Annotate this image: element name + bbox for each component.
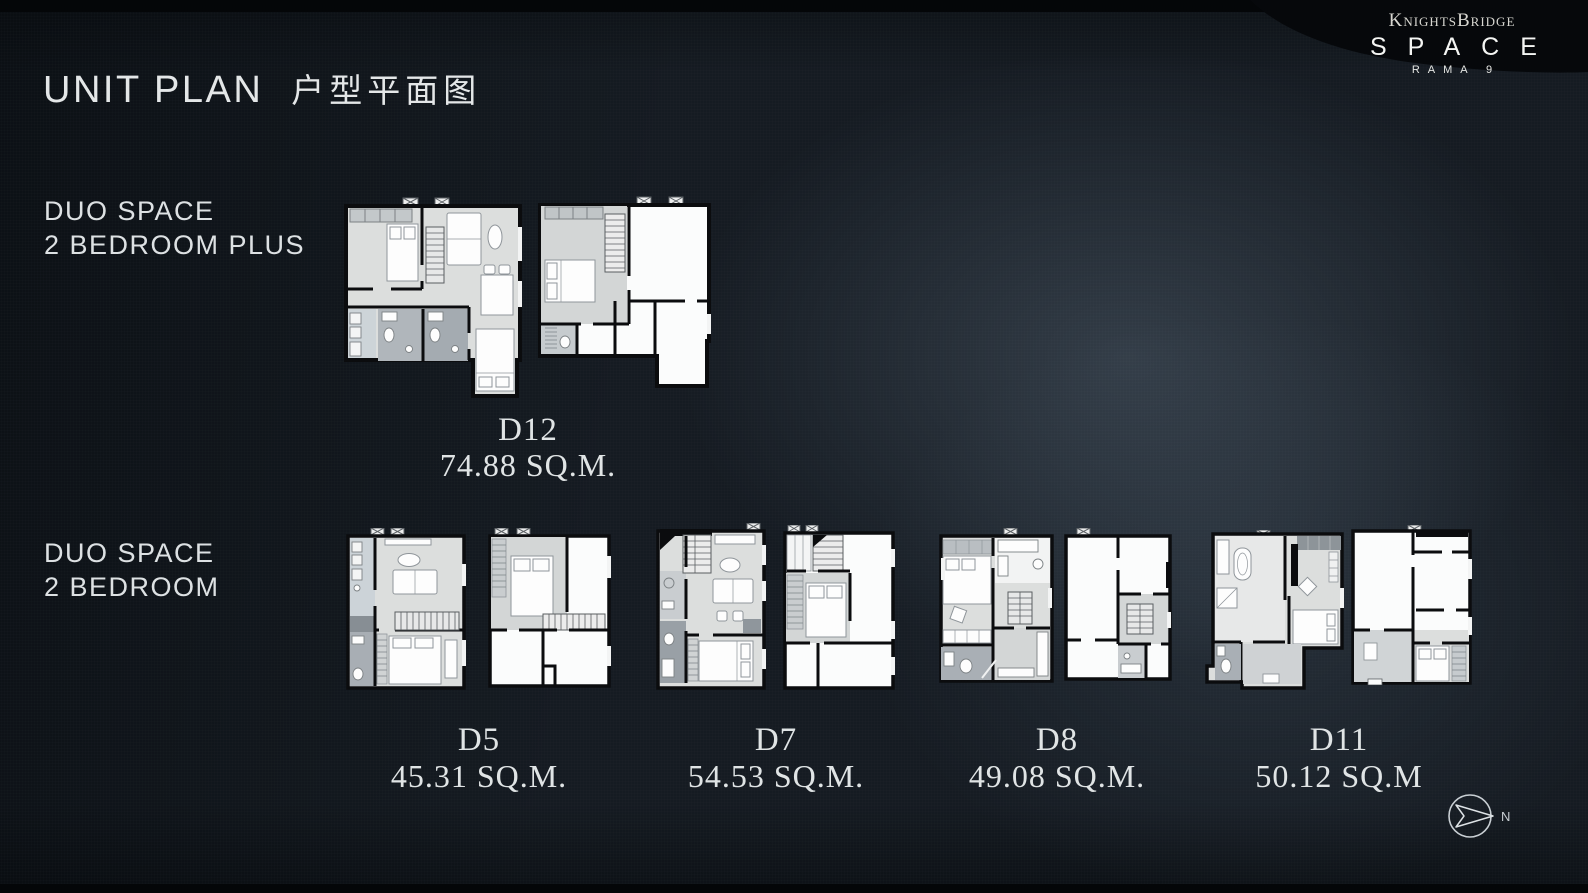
unit-area-d5: 45.31 SQ.M. <box>390 758 568 794</box>
floor-plan-d5-upper <box>488 528 611 688</box>
floor-plan-d12-lower <box>344 197 522 398</box>
top-bar <box>0 0 1588 12</box>
floor-plan-d7-lower <box>656 523 766 690</box>
unit-code-d8: D8 <box>1035 722 1079 758</box>
brand-sub: RAMA 9 <box>1411 64 1501 76</box>
page-title-en: UNIT PLAN <box>43 69 264 111</box>
floor-plan-d7-upper <box>783 525 895 690</box>
unit-group-d12: D12 74.88 SQ.M. <box>343 196 713 486</box>
unit-area-d7: 54.53 SQ.M. <box>687 758 865 794</box>
brand-logo: KnightsBridge SPACE RAMA 9 <box>1352 10 1552 76</box>
floor-plan-d11-upper <box>1351 525 1472 685</box>
unit-area-d12: 74.88 SQ.M. <box>439 447 617 483</box>
north-label: N <box>1501 809 1511 824</box>
section-label-line2: 2 BEDROOM PLUS <box>44 230 306 260</box>
floor-plan-d11-lower <box>1205 530 1344 690</box>
section-label-line1: DUO SPACE <box>44 538 215 568</box>
floor-plan-d5-lower <box>346 528 466 690</box>
section-label-line1: DUO SPACE <box>44 196 215 226</box>
north-compass-icon: N <box>1448 794 1511 838</box>
unit-area-d8: 49.08 SQ.M. <box>968 758 1146 794</box>
unit-code-d11: D11 <box>1309 722 1369 758</box>
logo-swoosh <box>1250 0 1588 73</box>
brand-space: SPACE <box>1370 33 1558 61</box>
section-label-line2: 2 BEDROOM <box>44 572 220 602</box>
section-label-2-bedroom: DUO SPACE 2 BEDROOM <box>44 536 220 604</box>
unit-group-d7: D7 54.53 SQ.M. <box>655 523 897 805</box>
unit-code-d5: D5 <box>457 722 501 758</box>
unit-group-d11: D11 50.12 SQ.M <box>1205 525 1473 805</box>
unit-code-d7: D7 <box>754 722 798 758</box>
page-title: UNIT PLAN 户型平面图 <box>43 64 481 112</box>
page-title-zh: 户型平面图 <box>291 72 482 109</box>
bottom-bar <box>0 884 1588 893</box>
floor-plan-d12-upper <box>538 196 711 388</box>
floor-plan-d8-upper <box>1064 528 1172 681</box>
unit-group-d5: D5 45.31 SQ.M. <box>345 525 613 805</box>
section-label-2-bedroom-plus: DUO SPACE 2 BEDROOM PLUS <box>44 194 305 262</box>
floor-plan-d8-lower <box>939 528 1054 683</box>
unit-code-d12: D12 <box>498 412 558 448</box>
unit-area-d11: 50.12 SQ.M <box>1255 758 1423 794</box>
brand-name: KnightsBridge <box>1388 10 1516 31</box>
unit-group-d8: D8 49.08 SQ.M. <box>938 525 1176 805</box>
